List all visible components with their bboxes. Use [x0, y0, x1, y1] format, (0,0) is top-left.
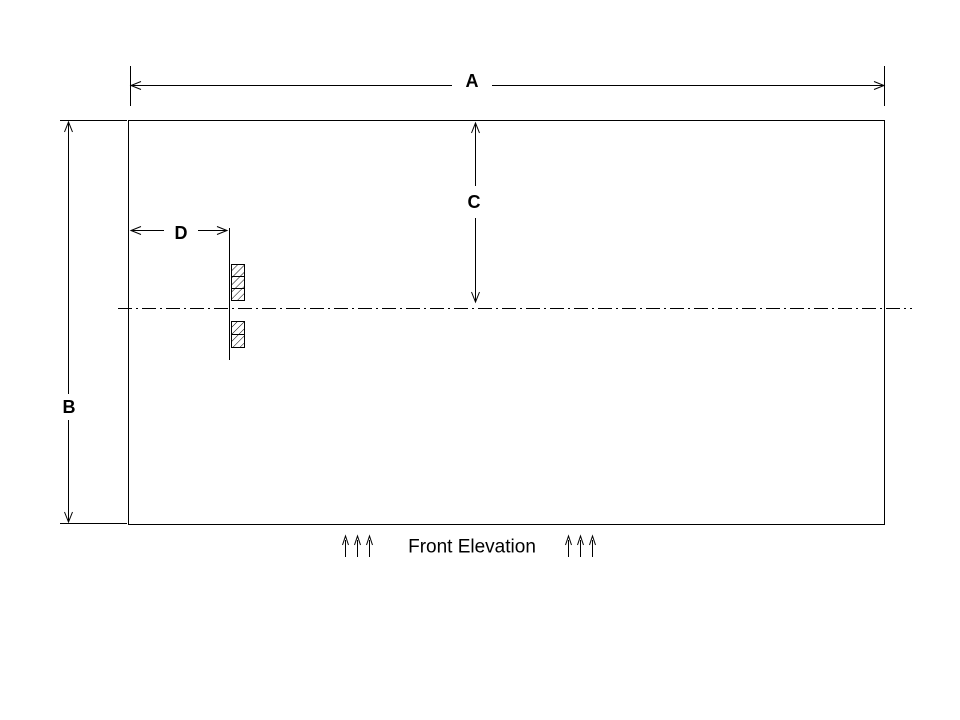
drawing-caption: Front Elevation — [408, 536, 536, 558]
hatch-block — [231, 334, 245, 348]
dimension-a — [129, 66, 886, 106]
arrowhead-icon — [129, 81, 142, 90]
dimension-d-label: D — [172, 223, 190, 243]
hatch-block — [231, 276, 245, 289]
hatch-block — [231, 321, 245, 335]
arrowhead-icon — [129, 226, 142, 235]
caption-arrows-left — [342, 534, 373, 557]
hatched-fitting-detail — [231, 264, 245, 348]
hatch-block — [231, 288, 245, 301]
caption-arrows-right — [565, 534, 596, 557]
arrowhead-icon — [216, 226, 229, 235]
elevation-outline — [128, 120, 885, 525]
dimension-c-label: C — [465, 192, 483, 212]
dimension-b-label: B — [60, 397, 78, 417]
arrowhead-icon — [873, 81, 886, 90]
arrowhead-icon — [471, 291, 480, 304]
dimension-a-label: A — [463, 71, 481, 91]
dimension-d — [129, 226, 230, 360]
dimension-b — [60, 120, 127, 524]
hatch-block — [231, 264, 245, 277]
arrowhead-icon — [64, 511, 73, 524]
dimension-c — [471, 121, 480, 304]
arrowhead-icon — [471, 121, 480, 134]
arrowhead-icon — [64, 120, 73, 133]
